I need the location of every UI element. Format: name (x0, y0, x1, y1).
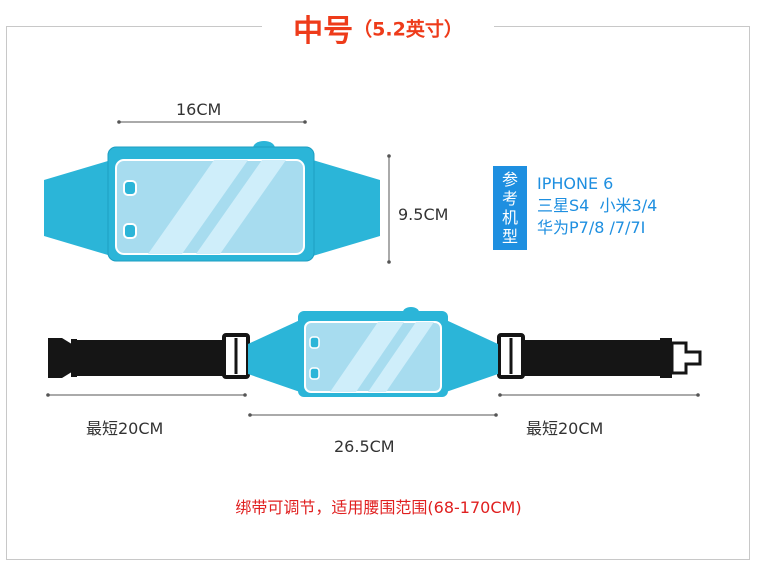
strap-left (48, 333, 250, 379)
reference-models-list: IPHONE 6 三星S4 小米3/4 华为P7/8 /7/7I (537, 173, 657, 239)
reference-badge-char: 型 (501, 227, 518, 246)
reference-badge-char: 考 (501, 189, 518, 208)
reference-model-item: 华为P7/8 /7/7I (537, 218, 646, 237)
min-left-label: 最短20CM (86, 419, 164, 438)
reference-model-item: 三星S4 小米3/4 (537, 196, 658, 215)
size-title: 中号（5.2英寸） (262, 6, 494, 50)
strap-right (497, 333, 702, 379)
total-length-label: 26.5CM (334, 437, 395, 456)
size-title-sub: （5.2英寸） (353, 18, 463, 41)
pouch-top (44, 141, 380, 262)
width-dimension-line (117, 120, 307, 124)
height-dimension-line (387, 154, 391, 264)
min-right-label: 最短20CM (526, 419, 604, 438)
reference-models-badge: 参 考 机 型 (493, 166, 527, 250)
min-right-dimension-line (498, 393, 700, 397)
reference-badge-char: 机 (501, 208, 518, 227)
min-left-dimension-line (46, 393, 247, 397)
height-label: 9.5CM (398, 205, 449, 224)
reference-badge-char: 参 (501, 170, 518, 189)
width-label: 16CM (176, 100, 222, 119)
reference-model-item: IPHONE 6 (537, 174, 614, 193)
total-dimension-line (248, 413, 498, 417)
size-title-main: 中号 (293, 14, 354, 49)
pouch-bottom (248, 307, 498, 397)
adjustable-strap-note: 绑带可调节，适用腰围范围(68-170CM) (235, 498, 522, 517)
